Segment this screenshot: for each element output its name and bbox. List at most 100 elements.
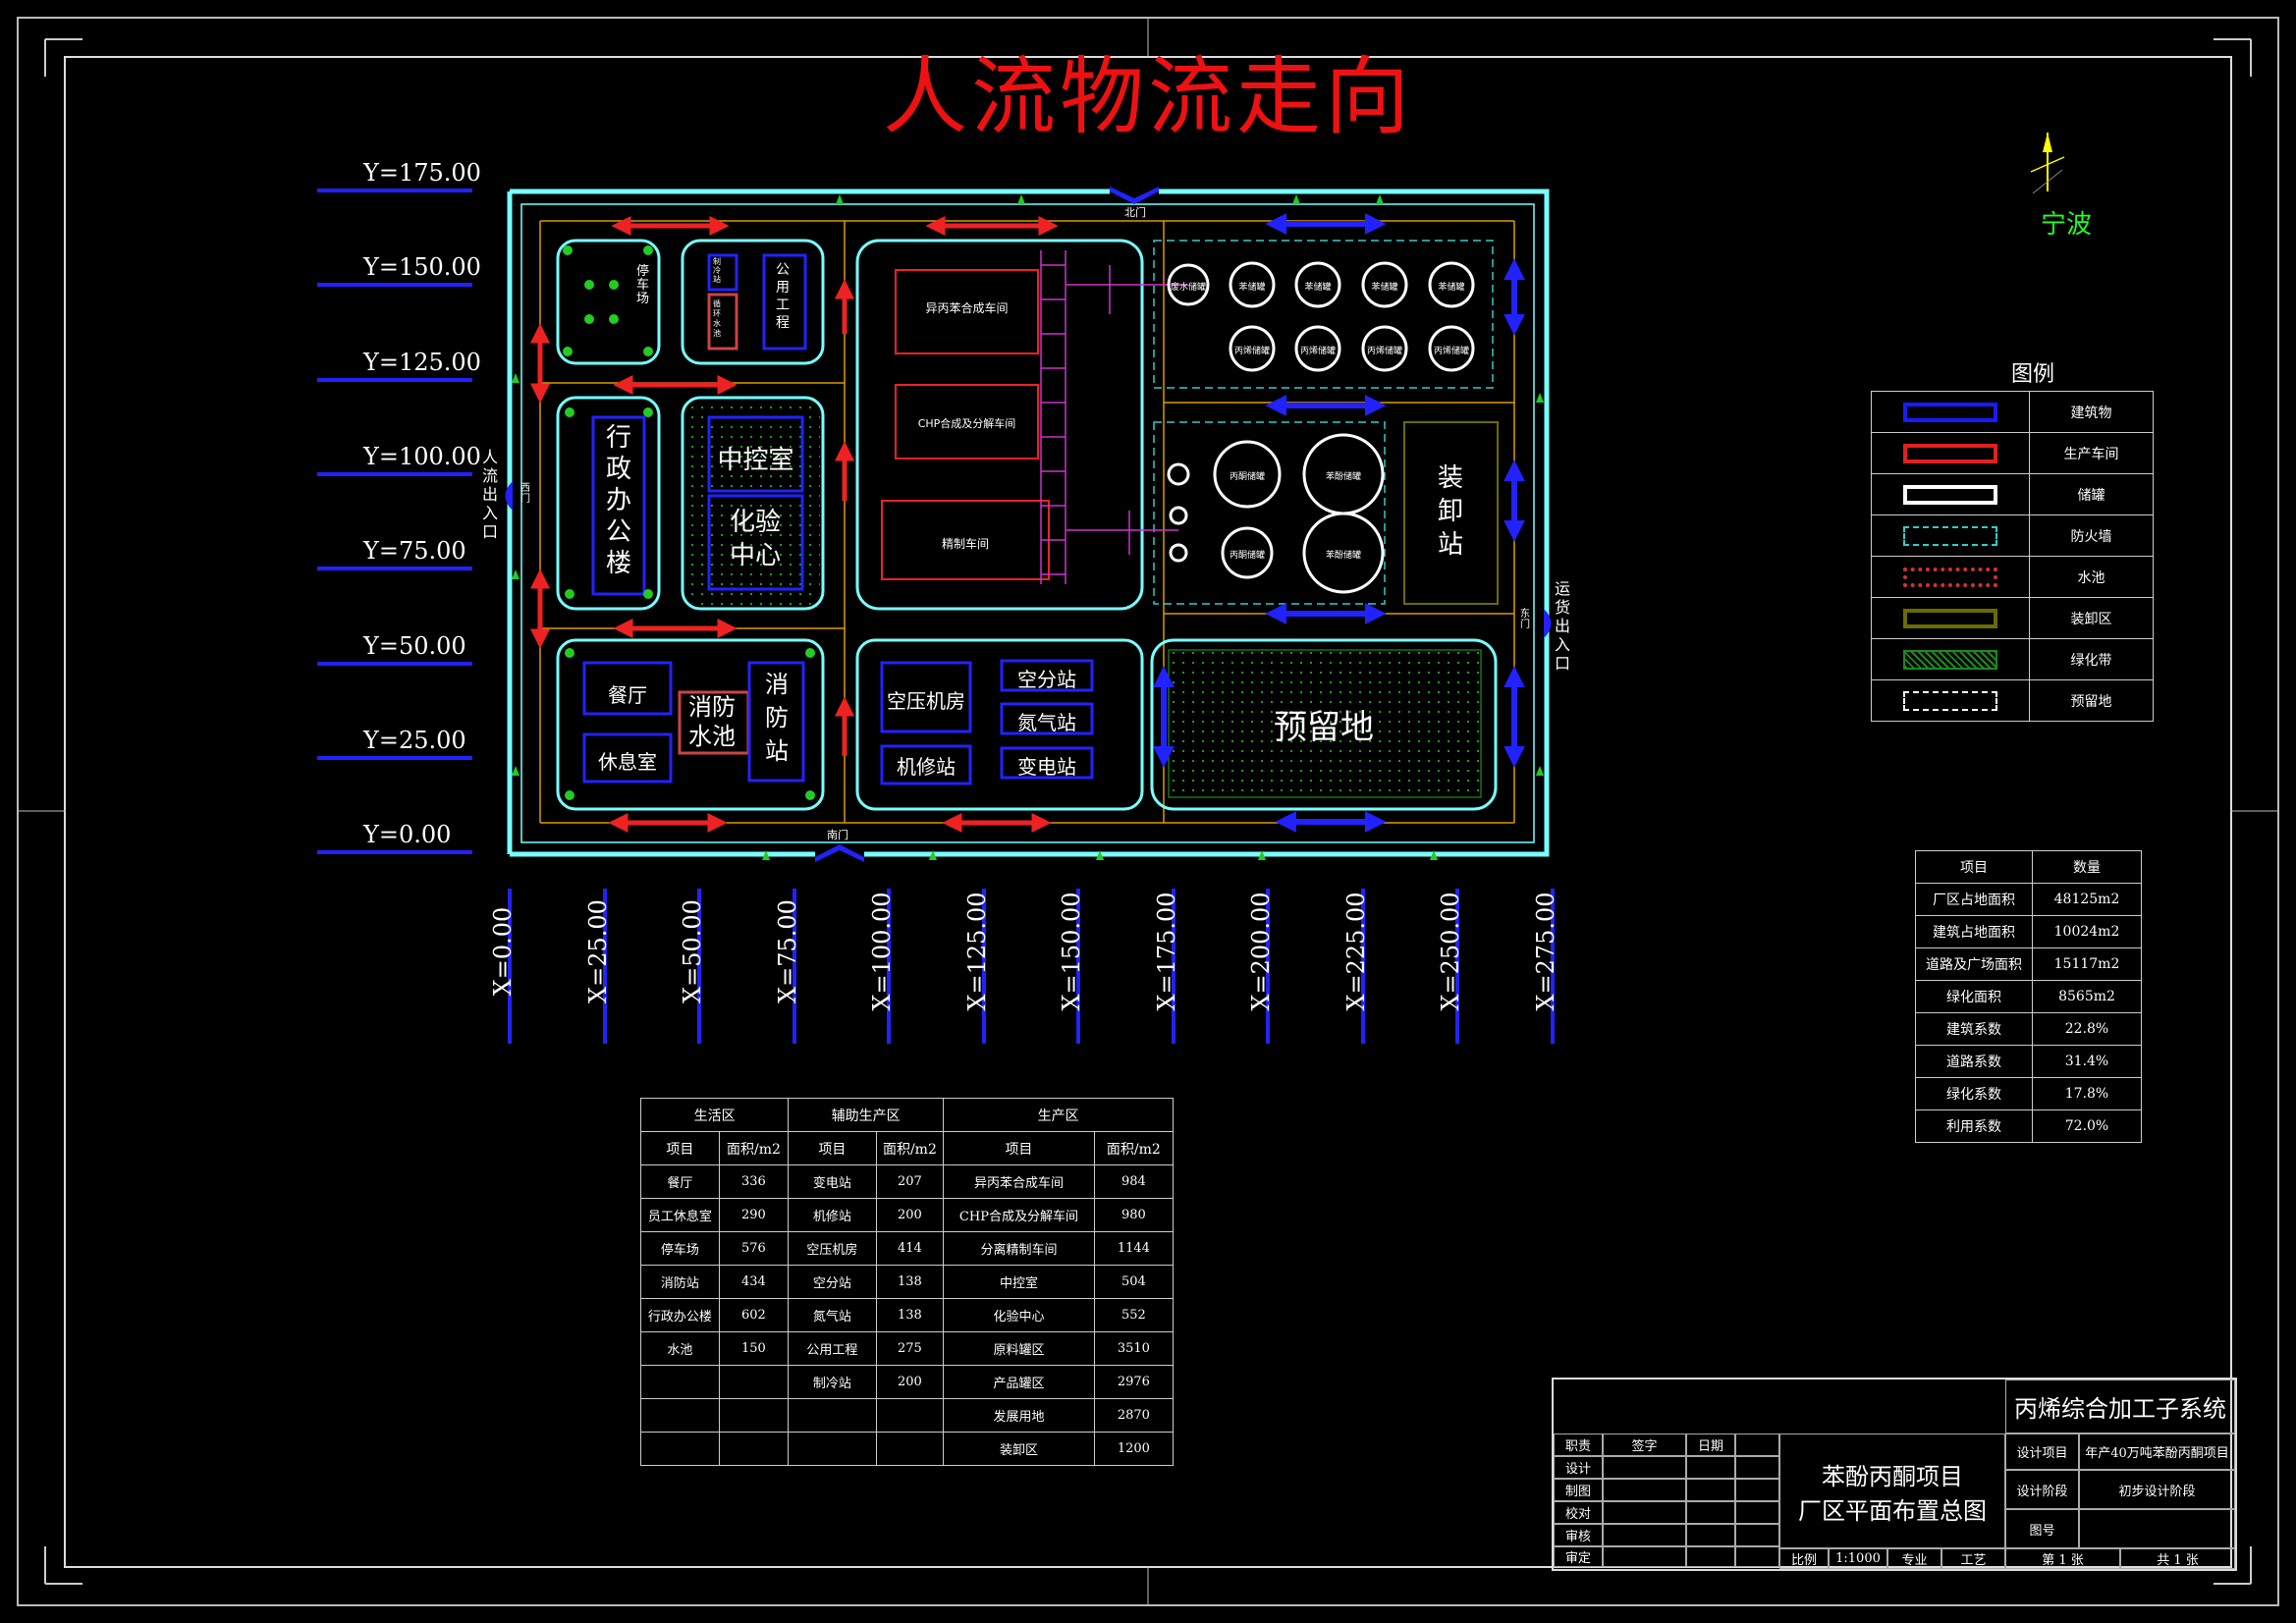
label-water-cycle: 循环水池: [713, 299, 721, 338]
y-grid-label: Y=50.00: [363, 631, 466, 660]
legend-label: 预留地: [2029, 679, 2154, 722]
area-cell: 产品罐区: [943, 1365, 1095, 1399]
x-grid-line: [887, 889, 891, 1044]
flow-arrows: [505, 187, 1552, 862]
stats-cell: 建筑系数: [1915, 1012, 2033, 1046]
tank-label: 苯储罐: [1238, 283, 1266, 293]
tb-date: [1686, 1546, 1735, 1567]
tank-label: 丙烯储罐: [1433, 347, 1469, 356]
tb-blank: [1735, 1546, 1779, 1567]
tb-date: [1686, 1501, 1735, 1524]
label-fire-station: 消防站: [765, 671, 789, 765]
y-grid-label: Y=25.00: [363, 726, 466, 754]
tb-sheet: 第 1 张: [2005, 1548, 2120, 1569]
drawing-title: 人流物流走向: [883, 48, 1413, 146]
area-cell: 2976: [1093, 1365, 1175, 1399]
area-cell: [640, 1398, 720, 1433]
label-repair: 机修站: [897, 755, 956, 779]
area-cell: 3510: [1093, 1331, 1175, 1366]
y-grid-label: Y=125.00: [363, 348, 481, 376]
tank-label: 苯酚储罐: [1325, 472, 1361, 482]
label-parking: 停车场: [636, 264, 650, 306]
x-grid-label: X=50.00: [679, 899, 706, 1003]
legend-label: 储罐: [2029, 473, 2154, 515]
y-grid-label: Y=75.00: [363, 537, 466, 566]
tb-sign: [1603, 1456, 1686, 1479]
legend-swatch: [1903, 484, 1997, 505]
area-cell: [875, 1432, 945, 1466]
area-cell: 发展用地: [943, 1398, 1095, 1433]
gate-west: 西门: [520, 483, 530, 505]
trees: [512, 194, 1544, 860]
tank-label: 苯储罐: [1304, 283, 1332, 293]
area-cell: 停车场: [640, 1231, 720, 1266]
area-subheader: 面积/m2: [718, 1131, 790, 1165]
gate-south: 南门: [827, 829, 848, 841]
area-cell: 984: [1093, 1164, 1175, 1199]
label-reserved: 预留地: [1274, 708, 1374, 747]
tank-label: 丙酮储罐: [1229, 551, 1265, 561]
x-grid-line: [602, 889, 607, 1044]
area-cell: 化验中心: [943, 1298, 1095, 1332]
x-grid-label: X=200.00: [1247, 892, 1275, 1011]
tb-blank: [1735, 1434, 1779, 1456]
area-cell: 装卸区: [943, 1432, 1095, 1466]
stats-cell: 建筑占地面积: [1915, 915, 2033, 948]
stats-cell: 道路及广场面积: [1915, 947, 2033, 981]
x-grid-label: X=100.00: [868, 892, 896, 1011]
area-group-row: 生活区辅助生产区生产区: [639, 1098, 1174, 1132]
tank-label: 苯酚储罐: [1325, 551, 1361, 561]
tb-role: 设计: [1554, 1456, 1603, 1479]
area-cell: [718, 1365, 790, 1399]
area-cell: [788, 1432, 877, 1466]
y-grid-line: [317, 661, 472, 666]
tb-blank: [1735, 1501, 1779, 1524]
x-grid-line: [792, 889, 796, 1044]
legend-swatch: [1903, 525, 1997, 546]
label-cumene-workshop: 异丙苯合成车间: [925, 301, 1009, 315]
y-grid-line: [317, 755, 472, 760]
legend-row: 装卸区: [1871, 597, 2154, 639]
area-cell: 138: [875, 1265, 945, 1299]
tb-role: 审定: [1554, 1546, 1603, 1567]
x-grid-label: X=0.00: [489, 906, 517, 997]
area-subheader: 面积/m2: [1093, 1131, 1175, 1165]
area-group-header: 辅助生产区: [788, 1098, 945, 1132]
area-subheader: 面积/m2: [875, 1131, 945, 1165]
legend-label: 水池: [2029, 556, 2154, 598]
y-grid-label: Y=100.00: [363, 442, 481, 470]
site-plan: [505, 187, 1552, 862]
legend-swatch: [1903, 567, 1997, 587]
tb-design-project-value: 年产40万吨苯酚丙酮项目: [2079, 1434, 2235, 1470]
area-cell: [640, 1432, 720, 1466]
x-grid-label: X=150.00: [1058, 892, 1085, 1011]
tb-blank: [1735, 1479, 1779, 1501]
stats-cell: 8565m2: [2032, 980, 2142, 1013]
title-block: 丙烯综合加工子系统 苯酚丙酮项目 厂区平面布置总图 设计项目 年产40万吨苯酚丙…: [1552, 1378, 2237, 1571]
area-cell: 行政办公楼: [640, 1298, 720, 1332]
area-cell: 290: [718, 1198, 790, 1232]
area-cell: 变电站: [788, 1164, 877, 1199]
gate-north: 北门: [1124, 206, 1146, 219]
area-group-header: 生活区: [639, 1098, 790, 1132]
area-cell: 氮气站: [788, 1298, 877, 1332]
tb-blank: [1735, 1456, 1779, 1479]
stats-cell: 10024m2: [2032, 915, 2142, 948]
tb-design-stage-value: 初步设计阶段: [2079, 1470, 2235, 1509]
x-grid-line: [1171, 889, 1175, 1044]
y-grid-label: Y=0.00: [363, 821, 452, 849]
x-grid-label: X=125.00: [962, 892, 991, 1011]
stats-header-row: 项目数量: [1915, 850, 2142, 884]
tb-scale-label: 比例: [1779, 1548, 1829, 1569]
x-grid-label: X=175.00: [1152, 892, 1180, 1011]
tanks: [1167, 261, 1475, 594]
area-subheader: 项目: [788, 1131, 877, 1165]
